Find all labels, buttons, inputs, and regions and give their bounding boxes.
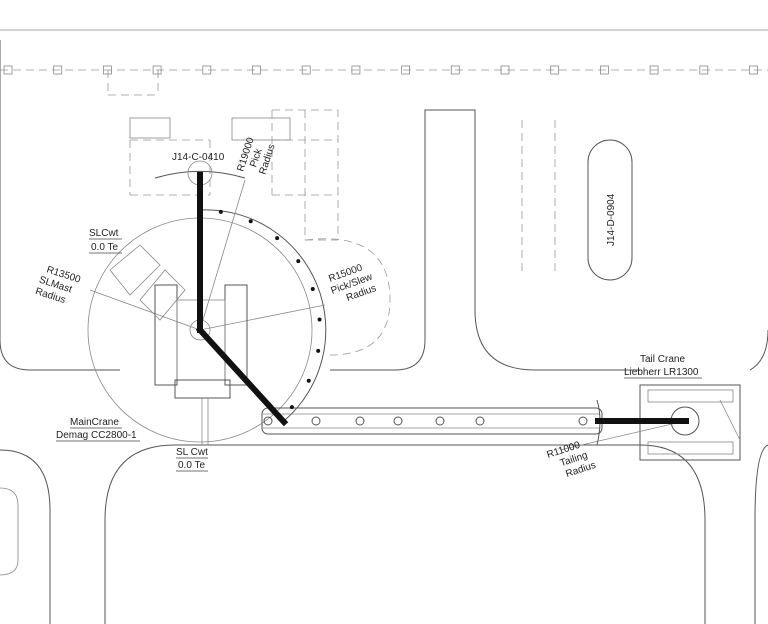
sl-cwt-top-line1: SLCwt	[89, 228, 119, 239]
tail-crane-label: Tail Crane Liebherr LR1300	[624, 354, 702, 379]
slew-arrow-marker	[248, 219, 253, 224]
slew-arrow-marker	[306, 378, 311, 383]
column-marker	[152, 65, 162, 75]
slew-arrow-marker	[296, 259, 301, 264]
column-marker	[3, 65, 13, 75]
sl-cwt-bottom-label: SL Cwt 0.0 Te	[176, 447, 208, 472]
vessel-tag-label: J14-D-0904	[606, 193, 617, 246]
sl-cwt-bottom-line1: SL Cwt	[176, 447, 208, 458]
slew-arrow-marker	[316, 348, 321, 353]
main-crane-line2: Demag CC2800-1	[56, 430, 137, 441]
tail-crane-line2: Liebherr LR1300	[624, 367, 699, 378]
main-crane-line1: MainCrane	[70, 417, 119, 428]
slew-arrow-marker	[289, 405, 294, 410]
slew-radius-label: R15000 Pick/Slew Radius	[327, 262, 378, 304]
slew-arrow-marker	[310, 286, 315, 291]
column-marker	[103, 65, 112, 75]
foundation-grid	[129, 109, 556, 356]
column-marker	[699, 65, 709, 75]
slew-arrow-marker	[275, 236, 280, 241]
nozzle	[578, 416, 588, 426]
column-marker	[351, 65, 361, 75]
column-marker	[252, 65, 261, 75]
column-marker	[550, 65, 560, 75]
pick-radius-label: R19000 Pick Radius	[235, 136, 277, 176]
slew-arrow-marker	[317, 317, 322, 322]
main-crane-body	[109, 244, 248, 445]
mast-radius-label: R13500 SLMast Radius	[34, 264, 82, 306]
column-marker	[600, 65, 609, 75]
nozzle	[311, 416, 321, 426]
nozzle	[435, 416, 445, 426]
column-marker	[301, 65, 311, 75]
road-edges	[0, 40, 768, 624]
column-marker	[450, 65, 460, 75]
vessel-j14-d-0904: J14-D-0904	[587, 139, 633, 281]
main-crane-boom-projection	[195, 325, 289, 427]
nozzle	[475, 416, 485, 426]
nozzle	[263, 416, 273, 426]
slew-arrow-marker	[218, 209, 223, 214]
tail-crane-line1: Tail Crane	[640, 354, 685, 365]
column-marker	[500, 65, 510, 75]
tailing-radius-label: R11000 Tailing Radius	[546, 440, 598, 480]
column-marker	[649, 65, 659, 75]
nozzle	[355, 416, 365, 426]
nozzle	[393, 416, 403, 426]
column-marker	[749, 65, 758, 75]
equipment-tag-label: J14-C-0410	[172, 152, 225, 163]
main-crane-label: MainCrane Demag CC2800-1	[56, 417, 140, 442]
sl-cwt-top-label: SLCwt 0.0 Te	[89, 228, 122, 254]
main-crane-radii	[87, 160, 327, 443]
lifted-column	[261, 407, 603, 435]
sl-cwt-top-line2: 0.0 Te	[91, 242, 118, 253]
column-marker	[53, 65, 63, 75]
sl-cwt-bottom-line2: 0.0 Te	[178, 460, 205, 471]
column-grid	[0, 29, 768, 96]
column-marker	[202, 65, 212, 75]
column-marker	[401, 65, 411, 75]
